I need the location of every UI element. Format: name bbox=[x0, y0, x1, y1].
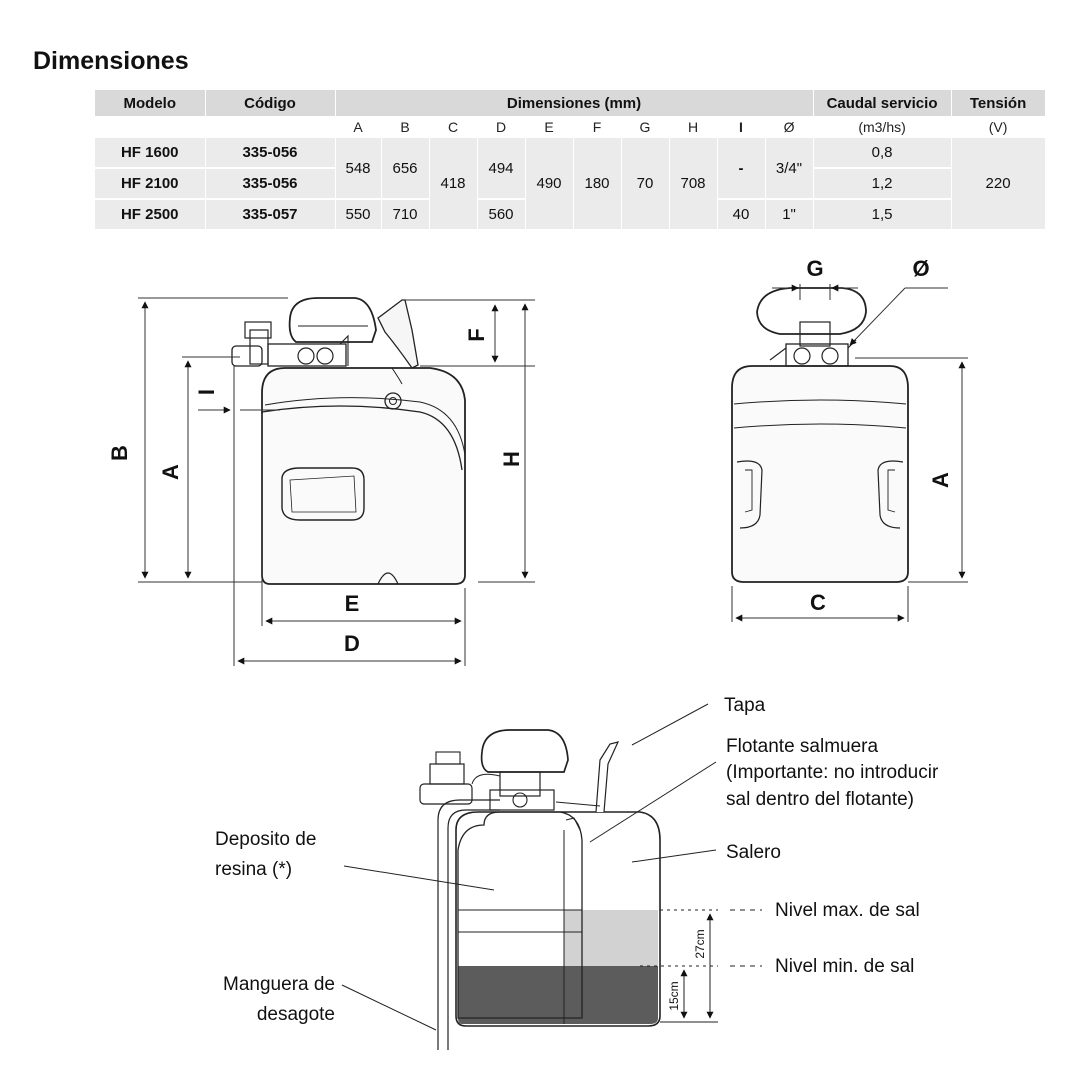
dim-i-cell: - bbox=[717, 138, 766, 200]
model-cell: HF 2500 bbox=[95, 199, 206, 231]
dim-h-cell: 708 bbox=[669, 138, 718, 231]
header-code: Código bbox=[205, 90, 336, 116]
label-e: E bbox=[345, 591, 360, 616]
dim-diameter-cell: 1" bbox=[765, 199, 814, 231]
code-cell: 335-057 bbox=[205, 199, 336, 231]
label-a: A bbox=[158, 464, 183, 480]
cutaway-drawing bbox=[419, 729, 661, 1050]
table-header-row: Modelo Código Dimensiones (mm) Caudal se… bbox=[95, 90, 1046, 116]
label-b: B bbox=[107, 445, 132, 461]
flow-cell: 1,5 bbox=[813, 199, 952, 231]
label-deposito-1: Deposito de bbox=[215, 829, 316, 850]
unit-cell: G bbox=[621, 116, 670, 138]
unit-cell: F bbox=[573, 116, 622, 138]
dim-d-cell: 494 bbox=[477, 138, 526, 200]
label-diameter: Ø bbox=[912, 256, 929, 281]
label-manguera-1: Manguera de bbox=[223, 974, 335, 995]
cutaway-leaders bbox=[341, 703, 762, 1031]
table-row: HF 1600 335-056 548 656 418 494 490 180 … bbox=[95, 138, 1046, 231]
label-f: F bbox=[464, 328, 489, 341]
table-units-row: A B C D E F G H I Ø (m3/hs) (V) bbox=[95, 116, 1046, 138]
dim-a-cell: 550 bbox=[335, 199, 382, 231]
dim-a-cell: 548 bbox=[335, 138, 382, 200]
label-flotante-1: Flotante salmuera bbox=[726, 736, 879, 757]
table-row: HF 2100 335-056 1,2 bbox=[95, 168, 1045, 200]
page-title: Dimensiones bbox=[33, 47, 189, 75]
front-view-dimensions bbox=[731, 284, 968, 622]
label-15cm: 15cm bbox=[667, 981, 681, 1010]
dim-f-cell: 180 bbox=[573, 138, 622, 231]
header-model: Modelo bbox=[95, 90, 206, 116]
unit-cell: (V) bbox=[951, 116, 1046, 138]
dim-i-cell: 40 bbox=[717, 199, 766, 231]
dimensions-table: Modelo Código Dimensiones (mm) Caudal se… bbox=[95, 90, 1046, 231]
model-cell: HF 1600 bbox=[95, 138, 206, 169]
label-d: D bbox=[344, 631, 360, 656]
unit-cell: Ø bbox=[765, 116, 814, 138]
unit-cell: A bbox=[335, 116, 382, 138]
dim-b-cell: 656 bbox=[381, 138, 430, 200]
front-view-labels: G Ø A C bbox=[806, 256, 953, 615]
dim-d-cell: 560 bbox=[477, 199, 526, 231]
unit-cell: D bbox=[477, 116, 526, 138]
label-h: H bbox=[499, 451, 524, 467]
unit-cell: (m3/hs) bbox=[813, 116, 952, 138]
label-manguera-2: desagote bbox=[257, 1004, 335, 1025]
table-row: HF 2500 335-057 550 710 560 40 1" 1,5 bbox=[95, 199, 1045, 231]
header-dimensions: Dimensiones (mm) bbox=[335, 90, 814, 116]
side-view-labels: B A I F H E D bbox=[107, 328, 524, 656]
label-i: I bbox=[194, 389, 219, 395]
side-view-drawing bbox=[231, 297, 466, 585]
front-view-drawing bbox=[731, 287, 909, 583]
dim-c-cell: 418 bbox=[429, 138, 478, 231]
unit-cell: E bbox=[525, 116, 574, 138]
label-nivel-max: Nivel max. de sal bbox=[775, 900, 920, 921]
label-flotante-3: sal dentro del flotante) bbox=[726, 789, 914, 810]
dim-diameter-cell: 3/4" bbox=[765, 138, 814, 200]
model-cell: HF 2100 bbox=[95, 168, 206, 200]
side-view-dimensions bbox=[138, 297, 535, 666]
label-27cm: 27cm bbox=[693, 929, 707, 958]
flow-cell: 0,8 bbox=[813, 138, 952, 169]
dim-g-cell: 70 bbox=[621, 138, 670, 231]
label-salero: Salero bbox=[726, 842, 781, 863]
label-a-front: A bbox=[928, 472, 953, 488]
code-cell: 335-056 bbox=[205, 168, 336, 200]
cutaway-labels: Tapa Flotante salmuera (Importante: no i… bbox=[215, 695, 939, 1025]
label-tapa: Tapa bbox=[724, 695, 766, 716]
dim-b-cell: 710 bbox=[381, 199, 430, 231]
unit-cell: H bbox=[669, 116, 718, 138]
header-voltage: Tensión bbox=[951, 90, 1046, 116]
label-flotante-2: (Importante: no introducir bbox=[726, 762, 939, 783]
flow-cell: 1,2 bbox=[813, 168, 952, 200]
unit-cell: C bbox=[429, 116, 478, 138]
label-c: C bbox=[810, 590, 826, 615]
code-cell: 335-056 bbox=[205, 138, 336, 169]
label-g: G bbox=[806, 256, 823, 281]
label-nivel-min: Nivel min. de sal bbox=[775, 956, 914, 977]
label-deposito-2: resina (*) bbox=[215, 859, 292, 880]
dim-e-cell: 490 bbox=[525, 138, 574, 231]
voltage-cell: 220 bbox=[951, 138, 1046, 231]
unit-cell: B bbox=[381, 116, 430, 138]
header-flow: Caudal servicio bbox=[813, 90, 952, 116]
unit-cell: I bbox=[717, 116, 766, 138]
